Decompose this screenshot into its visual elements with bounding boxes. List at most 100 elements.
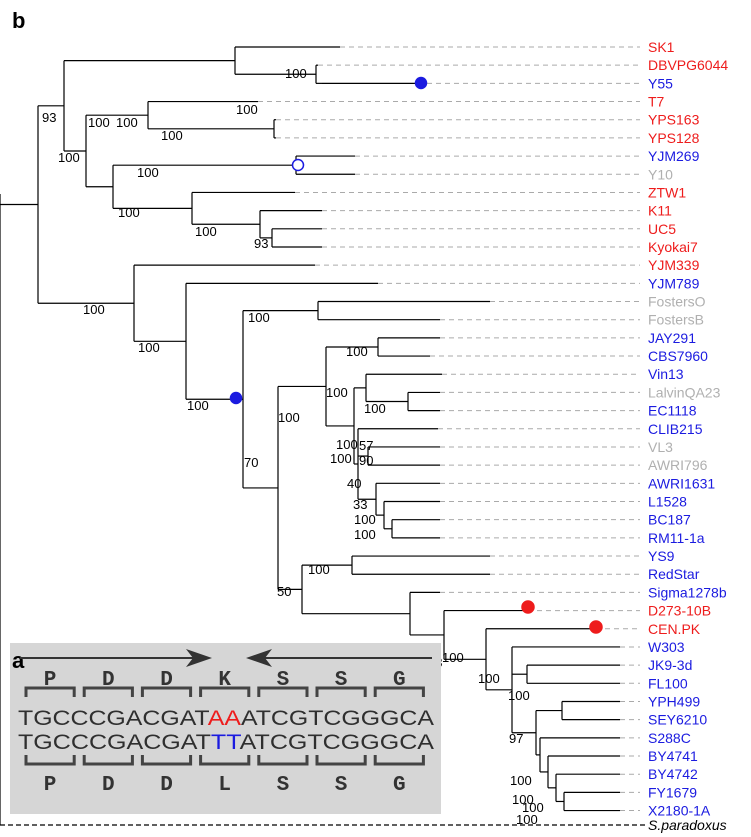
bootstrap-value: 93 <box>254 236 268 251</box>
bootstrap-value: 97 <box>509 731 523 746</box>
leaf-label: LalvinQA23 <box>648 384 721 400</box>
codon-bracket-top <box>373 686 425 697</box>
leaf-label: FL100 <box>648 675 688 691</box>
top-amino-acid: S <box>335 669 348 692</box>
bootstrap-value: 100 <box>116 115 138 130</box>
leaf-label: YPS128 <box>648 130 700 146</box>
leaf-label: D273-10B <box>648 603 711 619</box>
codon-bracket-top <box>315 686 367 697</box>
top-amino-acid: P <box>44 669 57 692</box>
bootstrap-value: 100 <box>118 205 140 220</box>
leaf-label: L1528 <box>648 494 687 510</box>
leaf-label: FostersO <box>648 294 706 310</box>
leaf-label: T7 <box>648 94 665 110</box>
leaf-label: YJM269 <box>648 148 700 164</box>
bootstrap-value: 100 <box>248 310 270 325</box>
leaf-label: Sigma1278b <box>648 584 727 600</box>
bootstrap-value: 100 <box>510 773 532 788</box>
bootstrap-value: 100 <box>195 224 217 239</box>
outgroup-label: S.paradoxus <box>648 817 727 833</box>
leaf-label: AWRI1631 <box>648 475 715 491</box>
bootstrap-value: 50 <box>277 584 291 599</box>
bootstrap-value: 93 <box>42 110 56 125</box>
bottom-amino-acid: S <box>277 774 290 797</box>
codon-bracket-bottom <box>199 755 251 766</box>
bottom-amino-acid: S <box>335 774 348 797</box>
node-marker <box>589 620 603 634</box>
bootstrap-value: 100 <box>88 115 110 130</box>
leaf-label: Y10 <box>648 166 673 182</box>
bootstrap-value: 100 <box>330 451 352 466</box>
leaf-labels: SK1DBVPG6044Y55T7YPS163YPS128YJM269Y10ZT… <box>648 39 728 819</box>
bootstrap-value: 40 <box>347 476 361 491</box>
inset-background <box>10 643 441 814</box>
panel-b-label: b <box>12 8 25 33</box>
top-amino-acid: G <box>393 669 406 692</box>
leaf-label: YJM789 <box>648 275 700 291</box>
bottom-amino-acid: L <box>218 774 231 797</box>
leaf-label: SEY6210 <box>648 712 707 728</box>
leaf-label: YS9 <box>648 548 675 564</box>
codon-bracket-bottom <box>257 755 309 766</box>
bootstrap-value: 100 <box>137 165 159 180</box>
top-mutant-bases: AA <box>208 707 241 730</box>
bootstrap-value: 100 <box>346 344 368 359</box>
codon-bracket-top <box>24 686 76 697</box>
bootstrap-value: 100 <box>442 650 464 665</box>
leaf-label: YJM339 <box>648 257 700 273</box>
leaf-label: S288C <box>648 730 691 746</box>
bootstrap-value: 70 <box>244 455 258 470</box>
bootstrap-value: 100 <box>83 302 105 317</box>
bottom-amino-acid: D <box>102 774 115 797</box>
bootstrap-value: 100 <box>364 401 386 416</box>
leaf-label: SK1 <box>648 39 675 55</box>
leaf-label: BY4742 <box>648 766 698 782</box>
bottom-amino-acid: P <box>44 774 57 797</box>
bootstrap-value: 100 <box>516 812 538 827</box>
bootstrap-value: 100 <box>512 792 534 807</box>
bootstrap-value: 100 <box>187 398 209 413</box>
codon-brackets <box>24 686 425 766</box>
leaf-label: JK9-3d <box>648 657 692 673</box>
leaf-label: CEN.PK <box>648 621 701 637</box>
leaf-label: FostersB <box>648 312 704 328</box>
leaf-label: CBS7960 <box>648 348 708 364</box>
bootstrap-value: 100 <box>354 527 376 542</box>
top-amino-acid: D <box>160 669 173 692</box>
bootstrap-value: 100 <box>354 512 376 527</box>
leaf-label: RedStar <box>648 566 700 582</box>
leaf-label: CLIB215 <box>648 421 703 437</box>
leaf-guide-lines <box>258 46 640 812</box>
bootstrap-value: 100 <box>508 688 530 703</box>
node-marker <box>291 158 305 172</box>
codon-bracket-bottom <box>140 755 193 766</box>
leaf-label: BC187 <box>648 512 691 528</box>
node-marker <box>521 600 535 614</box>
leaf-label: Vin13 <box>648 366 684 382</box>
leaf-label: RM11-1a <box>648 530 705 546</box>
bootstrap-value: 100 <box>138 340 160 355</box>
node-marker <box>229 391 243 405</box>
bootstrap-value: 100 <box>478 671 500 686</box>
leaf-label: YPH499 <box>648 693 700 709</box>
bootstrap-value: 100 <box>236 102 258 117</box>
leaf-label: YPS163 <box>648 112 700 128</box>
codon-bracket-bottom <box>315 755 367 766</box>
bottom-mutant-bases: TT <box>211 731 242 754</box>
bootstrap-value: 100 <box>308 562 330 577</box>
codon-bracket-bottom <box>24 755 76 766</box>
panel-a-label: a <box>12 648 25 673</box>
leaf-label: VL3 <box>648 439 673 455</box>
leaf-label: Kyokai7 <box>648 239 698 255</box>
codon-bracket-top <box>82 686 134 697</box>
leaf-label: JAY291 <box>648 330 696 346</box>
leaf-label: W303 <box>648 639 685 655</box>
bottom-amino-acid: G <box>393 774 406 797</box>
codon-bracket-bottom <box>373 755 425 766</box>
codon-bracket-top <box>140 686 193 697</box>
bootstrap-value: 100 <box>278 410 300 425</box>
